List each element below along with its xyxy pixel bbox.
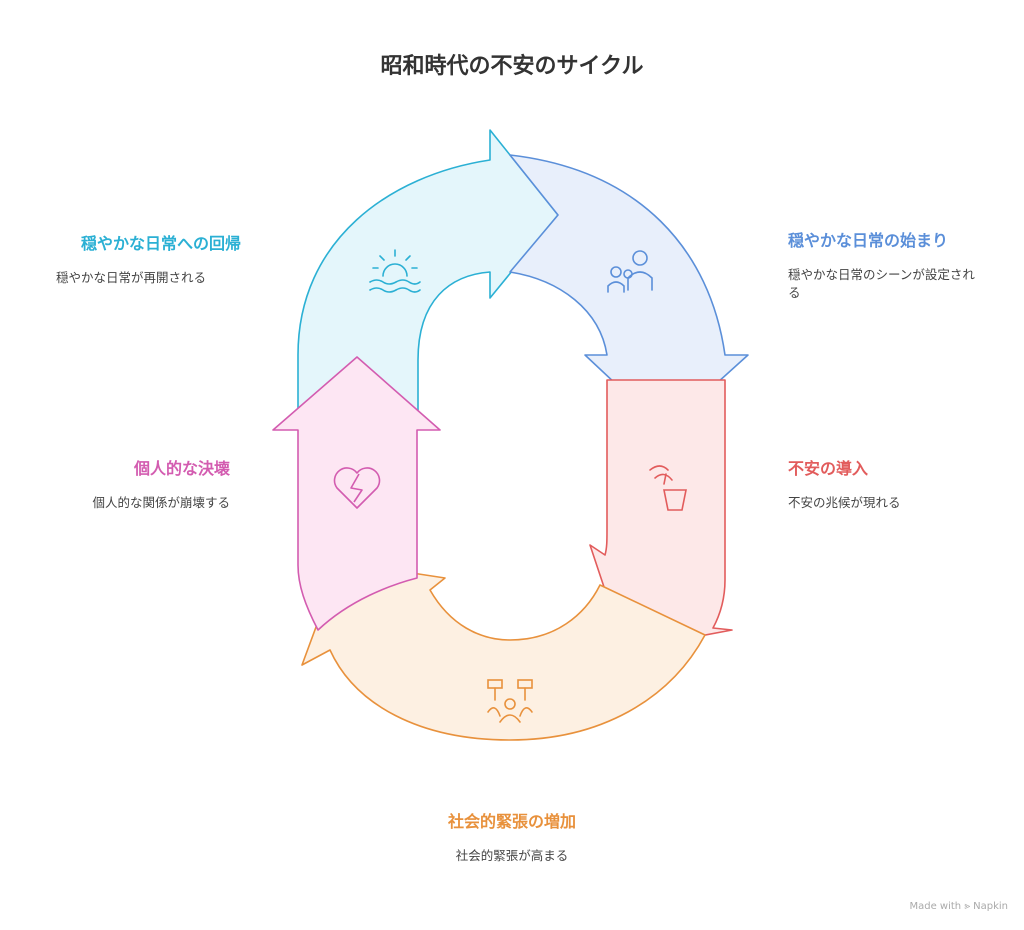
arrow-start bbox=[509, 154, 749, 431]
arrow-tension bbox=[301, 561, 706, 741]
label-tension-desc: 社会的緊張が高まる bbox=[455, 848, 569, 863]
label-breakdown: 個人的な決壊 個人的な関係が崩壊する bbox=[40, 458, 230, 512]
label-tension-title: 社会的緊張の増加 bbox=[447, 812, 576, 831]
broken-heart-icon bbox=[333, 467, 381, 509]
label-return-title: 穏やかな日常への回帰 bbox=[80, 234, 241, 253]
label-return: 穏やかな日常への回帰 穏やかな日常が再開される bbox=[56, 233, 241, 287]
label-anxiety-title: 不安の導入 bbox=[788, 459, 869, 478]
label-tension: 社会的緊張の増加 社会的緊張が高まる bbox=[362, 811, 662, 865]
label-breakdown-title: 個人的な決壊 bbox=[133, 459, 230, 478]
label-start-title: 穏やかな日常の始まり bbox=[788, 231, 949, 250]
arrow-return bbox=[297, 129, 559, 411]
label-return-desc: 穏やかな日常が再開される bbox=[56, 270, 207, 285]
family-icon bbox=[607, 250, 653, 293]
sunset-icon bbox=[369, 249, 421, 293]
label-anxiety-desc: 不安の兆候が現れる bbox=[788, 495, 901, 510]
arrow-breakdown bbox=[272, 356, 441, 631]
napkin-credit[interactable]: Made with ⪢ Napkin bbox=[909, 901, 1008, 912]
page-title: 昭和時代の不安のサイクル bbox=[380, 54, 644, 79]
label-start: 穏やかな日常の始まり 穏やかな日常のシーンが設定される bbox=[788, 230, 978, 302]
protest-icon bbox=[487, 679, 533, 723]
brazier-icon bbox=[649, 465, 687, 511]
label-anxiety: 不安の導入 不安の兆候が現れる bbox=[788, 458, 988, 512]
label-start-desc: 穏やかな日常のシーンが設定される bbox=[788, 267, 975, 300]
label-breakdown-desc: 個人的な関係が崩壊する bbox=[92, 495, 230, 510]
